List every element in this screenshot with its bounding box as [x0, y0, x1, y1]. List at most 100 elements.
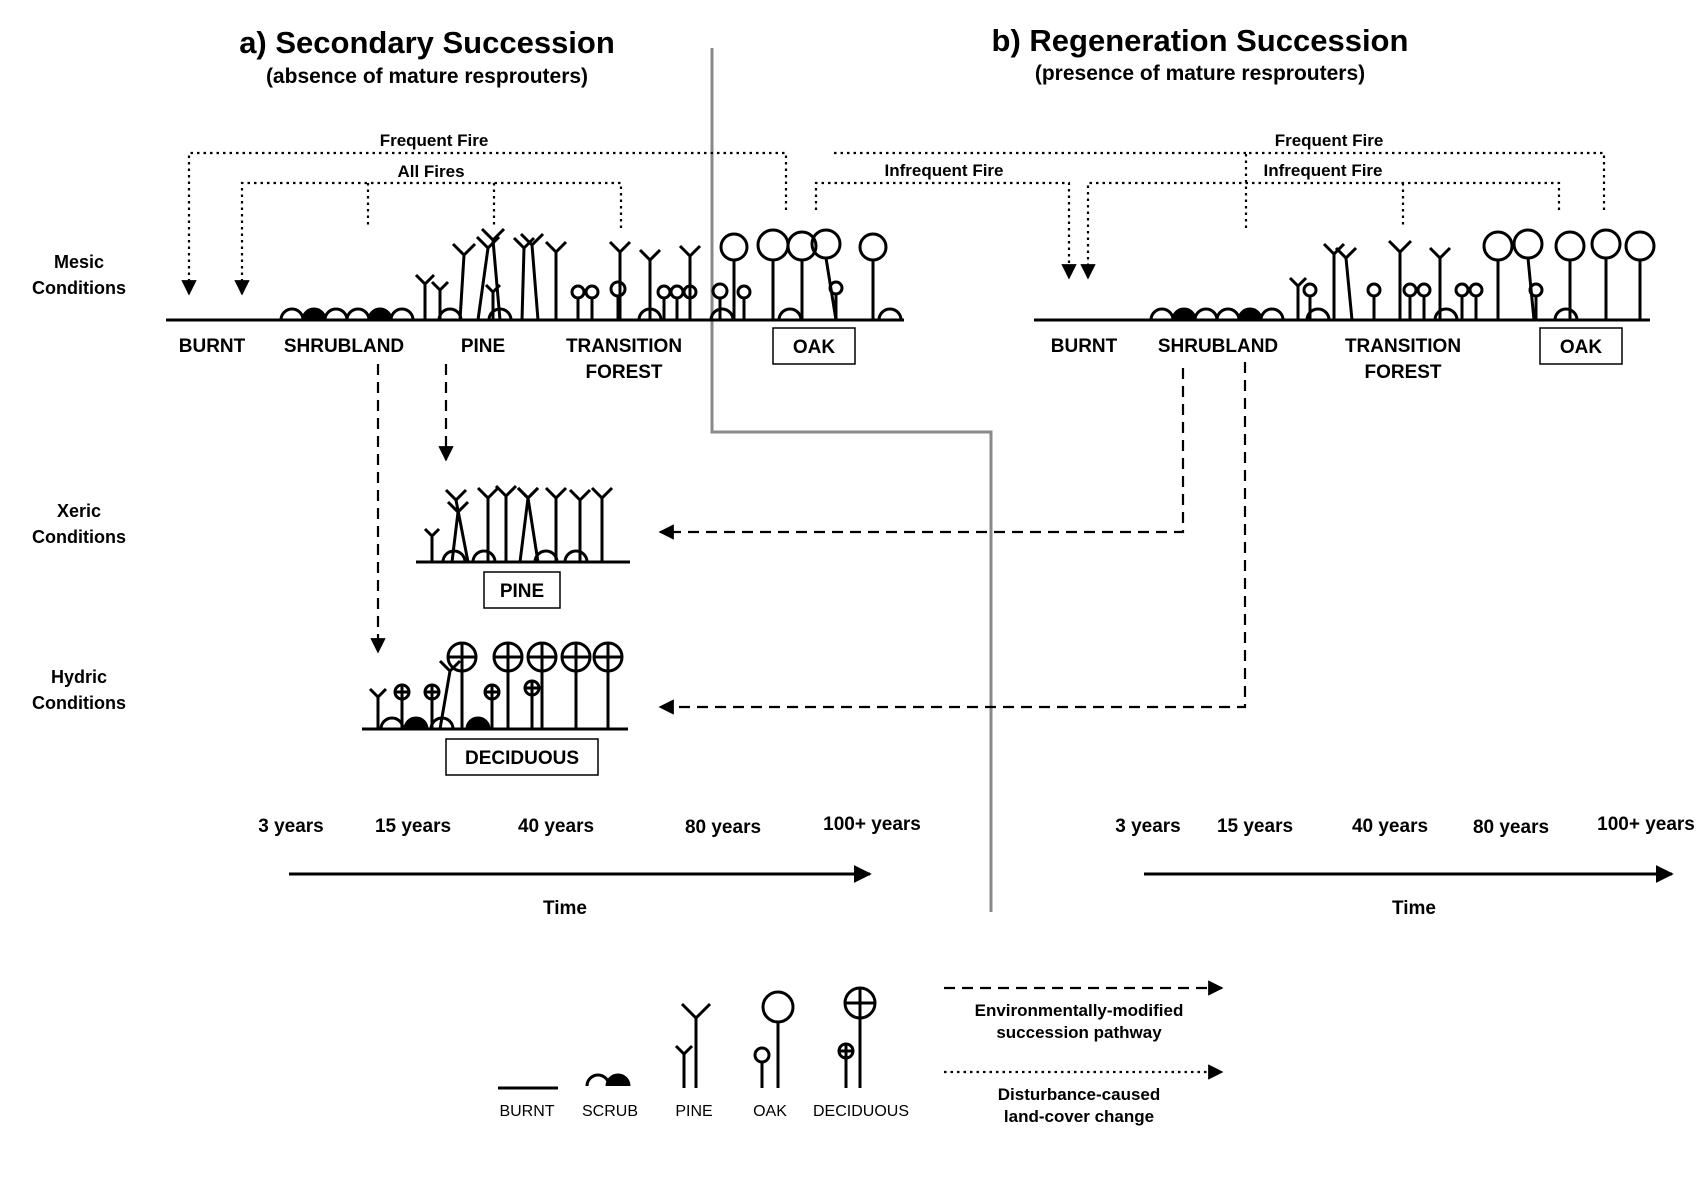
- xeric-pine-box: [483, 571, 561, 609]
- pine-icon: [674, 1044, 694, 1088]
- oak-icon: [736, 284, 752, 320]
- panel-b-year-80: 80 years: [1473, 817, 1549, 838]
- scrub-icon: [379, 716, 405, 730]
- legend-pine-icon: [674, 1002, 712, 1088]
- scrub-filled-icon: [403, 716, 429, 730]
- oak-icon: [828, 280, 844, 320]
- oak-icon: [753, 1046, 771, 1088]
- pine-icon: [494, 484, 518, 562]
- panel-a-infrequent-fire-label: Infrequent Fire: [884, 161, 1003, 180]
- scrub-icon: [389, 307, 415, 321]
- oak-icon: [761, 990, 795, 1088]
- legend: BURNT SCRUB PINE OAK DECIDUOUS Environme…: [498, 980, 1224, 1126]
- deciduous-icon: [483, 683, 501, 729]
- panel-a-stage-burnt: BURNT: [179, 336, 246, 357]
- panel-b-oak-box: [1539, 327, 1623, 365]
- oak-icon: [1302, 282, 1318, 320]
- pine-icon: [438, 659, 462, 730]
- oak-icon: [719, 232, 749, 320]
- deciduous-icon: [523, 679, 541, 729]
- pine-icon: [1288, 276, 1308, 320]
- scrub-icon: [437, 307, 463, 321]
- oak-icon: [1590, 228, 1622, 320]
- scrub-filled-icon: [605, 1073, 631, 1087]
- deciduous-icon: [592, 641, 624, 729]
- hydric-deciduous-vegetation: [368, 641, 624, 730]
- scrub-icon: [1433, 307, 1459, 321]
- scrub-icon: [279, 307, 305, 321]
- legend-deciduous-icon: [837, 986, 877, 1088]
- pine-icon: [680, 1002, 712, 1088]
- oak-icon: [756, 228, 790, 320]
- scrub-icon: [471, 549, 497, 563]
- scrub-icon: [1305, 307, 1331, 321]
- pine-icon: [678, 244, 702, 320]
- pine-icon: [475, 235, 501, 321]
- deciduous-icon: [526, 641, 558, 729]
- deciduous-icon: [560, 641, 592, 729]
- xeric-pine-vegetation: [423, 484, 614, 563]
- pine-icon: [451, 242, 477, 321]
- pine-icon: [544, 240, 568, 320]
- scrub-icon: [777, 307, 803, 321]
- pine-icon: [368, 687, 388, 729]
- deciduous-icon: [446, 641, 478, 729]
- panel-b-frequent-fire-label: Frequent Fire: [1275, 131, 1384, 150]
- panel-a-stage-forest: FOREST: [585, 362, 662, 383]
- panel-a-year-80: 80 years: [685, 817, 761, 838]
- oak-icon: [609, 280, 627, 320]
- scrub-icon: [1149, 307, 1175, 321]
- oak-icon: [584, 284, 600, 320]
- scrub-icon: [1215, 307, 1241, 321]
- panel-a-time-label: Time: [543, 898, 587, 919]
- panel-a-fire-paths: [181, 151, 1077, 296]
- oak-icon: [570, 284, 586, 320]
- hydric-label-2: Conditions: [32, 693, 126, 713]
- panel-b-infrequent-fire-label: Infrequent Fire: [1263, 161, 1382, 180]
- oak-icon: [1528, 282, 1544, 320]
- panel-a-all-fires-label: All Fires: [397, 162, 464, 181]
- oak-icon: [1468, 282, 1484, 320]
- oak-icon: [1624, 230, 1656, 320]
- legend-deciduous-label: DECIDUOUS: [813, 1103, 909, 1120]
- pine-icon: [590, 486, 614, 562]
- panel-a-oak-box: [772, 327, 856, 365]
- pine-icon: [1387, 239, 1413, 320]
- ground-lines: [166, 318, 1650, 731]
- oak-icon: [1482, 230, 1514, 320]
- pine-icon: [608, 240, 632, 320]
- pine-icon: [1334, 246, 1358, 321]
- oak-icon: [1454, 282, 1470, 320]
- panel-a-stage-transition: TRANSITION: [566, 336, 682, 357]
- scrub-icon: [1193, 307, 1219, 321]
- legend-pine-label: PINE: [675, 1103, 712, 1120]
- deciduous-icon: [843, 986, 877, 1088]
- panel-a-year-3: 3 years: [258, 816, 324, 837]
- panel-b-subtitle: (presence of mature resprouters): [1035, 62, 1365, 85]
- legend-oak-icon: [753, 990, 795, 1088]
- mesic-label-1: Mesic: [54, 252, 104, 272]
- legend-oak-label: OAK: [753, 1103, 787, 1120]
- panel-divider: [710, 48, 993, 912]
- oak-icon: [858, 232, 888, 320]
- pine-icon: [423, 527, 441, 562]
- panel-b-year-40: 40 years: [1352, 816, 1428, 837]
- condition-labels: Mesic Conditions Xeric Conditions Hydric…: [32, 252, 126, 713]
- hydric-label-1: Hydric: [51, 667, 107, 687]
- scrub-icon: [1553, 307, 1579, 321]
- panel-a-title: a) Secondary Succession: [239, 25, 615, 60]
- panel-b-stage-forest: FOREST: [1364, 362, 1441, 383]
- pine-icon: [480, 227, 506, 321]
- scrub-icon: [1259, 307, 1285, 321]
- scrub-icon: [877, 307, 903, 321]
- scrub-icon: [323, 307, 349, 321]
- panel-b-stage-transition: TRANSITION: [1345, 336, 1461, 357]
- pine-icon: [512, 236, 536, 321]
- mesic-label-2: Conditions: [32, 278, 126, 298]
- panel-b-stage-burnt: BURNT: [1051, 336, 1118, 357]
- deciduous-icon: [423, 683, 441, 729]
- deciduous-icon: [837, 1042, 855, 1088]
- hydric-deciduous-label: DECIDUOUS: [465, 748, 579, 769]
- legend-burnt-label: BURNT: [499, 1103, 554, 1120]
